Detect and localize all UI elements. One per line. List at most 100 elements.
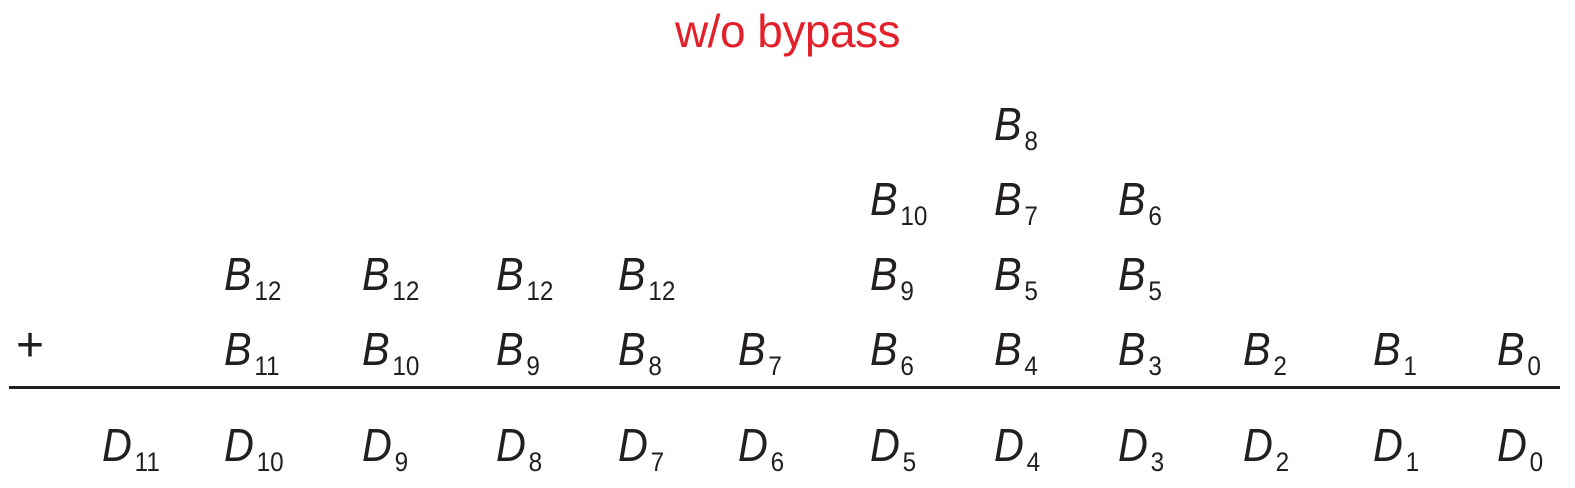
term-subscript: 11 — [254, 351, 280, 381]
term-subscript: 0 — [1529, 447, 1544, 477]
partial-bit-b5: B5 — [1118, 251, 1162, 305]
result-bit-d9: D9 — [362, 422, 408, 476]
term-letter: B — [362, 323, 390, 375]
term-letter: D — [1118, 419, 1148, 471]
term-letter: D — [618, 419, 648, 471]
term-letter: B — [1118, 173, 1146, 225]
partial-bit-b7: B7 — [738, 326, 782, 380]
term-subscript: 12 — [254, 276, 282, 306]
partial-bit-b8: B8 — [994, 101, 1038, 155]
partial-bit-b12: B12 — [618, 251, 675, 305]
partial-bit-b3: B3 — [1118, 326, 1162, 380]
term-subscript: 9 — [900, 276, 914, 306]
term-letter: B — [1373, 323, 1401, 375]
partial-bit-b6: B6 — [1118, 176, 1162, 230]
term-letter: B — [870, 248, 898, 300]
term-letter: B — [224, 323, 252, 375]
partial-bit-b8: B8 — [618, 326, 662, 380]
term-subscript: 8 — [1024, 126, 1038, 156]
term-subscript: 1 — [1405, 447, 1420, 477]
term-letter: B — [496, 323, 524, 375]
term-letter: B — [870, 323, 898, 375]
partial-bit-b9: B9 — [496, 326, 540, 380]
term-letter: D — [362, 419, 392, 471]
term-letter: B — [1118, 248, 1146, 300]
term-subscript: 6 — [1148, 201, 1162, 231]
term-letter: B — [224, 248, 252, 300]
term-letter: B — [994, 173, 1022, 225]
term-subscript: 2 — [1275, 447, 1290, 477]
term-letter: D — [224, 419, 254, 471]
partial-bit-b2: B2 — [1243, 326, 1287, 380]
term-subscript: 5 — [1024, 276, 1038, 306]
term-subscript: 8 — [528, 447, 543, 477]
partial-bit-b12: B12 — [496, 251, 553, 305]
term-subscript: 2 — [1273, 351, 1287, 381]
term-subscript: 6 — [900, 351, 914, 381]
term-subscript: 12 — [648, 276, 676, 306]
term-subscript: 9 — [526, 351, 540, 381]
term-subscript: 4 — [1026, 447, 1041, 477]
term-letter: B — [618, 248, 646, 300]
term-subscript: 4 — [1024, 351, 1038, 381]
term-letter: D — [1497, 419, 1527, 471]
term-subscript: 7 — [768, 351, 782, 381]
term-subscript: 9 — [394, 447, 409, 477]
term-letter: B — [870, 173, 898, 225]
term-letter: B — [994, 248, 1022, 300]
plus-operator: + — [16, 319, 45, 372]
term-subscript: 7 — [1024, 201, 1038, 231]
term-letter: B — [496, 248, 524, 300]
partial-bit-b1: B1 — [1373, 326, 1417, 380]
term-subscript: 10 — [900, 201, 928, 231]
partial-bit-b0: B0 — [1497, 326, 1541, 380]
partial-bit-b10: B10 — [870, 176, 927, 230]
term-subscript: 12 — [526, 276, 554, 306]
term-letter: B — [994, 323, 1022, 375]
term-letter: D — [994, 419, 1024, 471]
term-letter: D — [870, 419, 900, 471]
term-subscript: 5 — [1148, 276, 1162, 306]
term-subscript: 8 — [648, 351, 662, 381]
term-subscript: 5 — [902, 447, 917, 477]
term-letter: B — [362, 248, 390, 300]
term-letter: D — [102, 419, 132, 471]
term-subscript: 10 — [256, 447, 284, 477]
term-letter: B — [1118, 323, 1146, 375]
term-subscript: 7 — [650, 447, 665, 477]
partial-bit-b4: B4 — [994, 326, 1038, 380]
sum-line — [9, 386, 1560, 389]
term-letter: B — [1243, 323, 1271, 375]
term-letter: D — [738, 419, 768, 471]
term-letter: B — [994, 98, 1022, 150]
term-letter: D — [1373, 419, 1403, 471]
term-subscript: 0 — [1527, 351, 1541, 381]
term-subscript: 12 — [392, 276, 420, 306]
term-subscript: 10 — [392, 351, 420, 381]
term-letter: B — [738, 323, 766, 375]
result-bit-d10: D10 — [224, 422, 284, 476]
result-bit-d11: D11 — [102, 422, 160, 476]
term-subscript: 6 — [770, 447, 785, 477]
diagram-title: w/o bypass — [674, 5, 901, 57]
term-subscript: 3 — [1150, 447, 1165, 477]
term-letter: B — [1497, 323, 1525, 375]
term-subscript: 3 — [1148, 351, 1162, 381]
term-letter: D — [496, 419, 526, 471]
partial-bit-b5: B5 — [994, 251, 1038, 305]
term-letter: B — [618, 323, 646, 375]
partial-bit-b9: B9 — [870, 251, 914, 305]
